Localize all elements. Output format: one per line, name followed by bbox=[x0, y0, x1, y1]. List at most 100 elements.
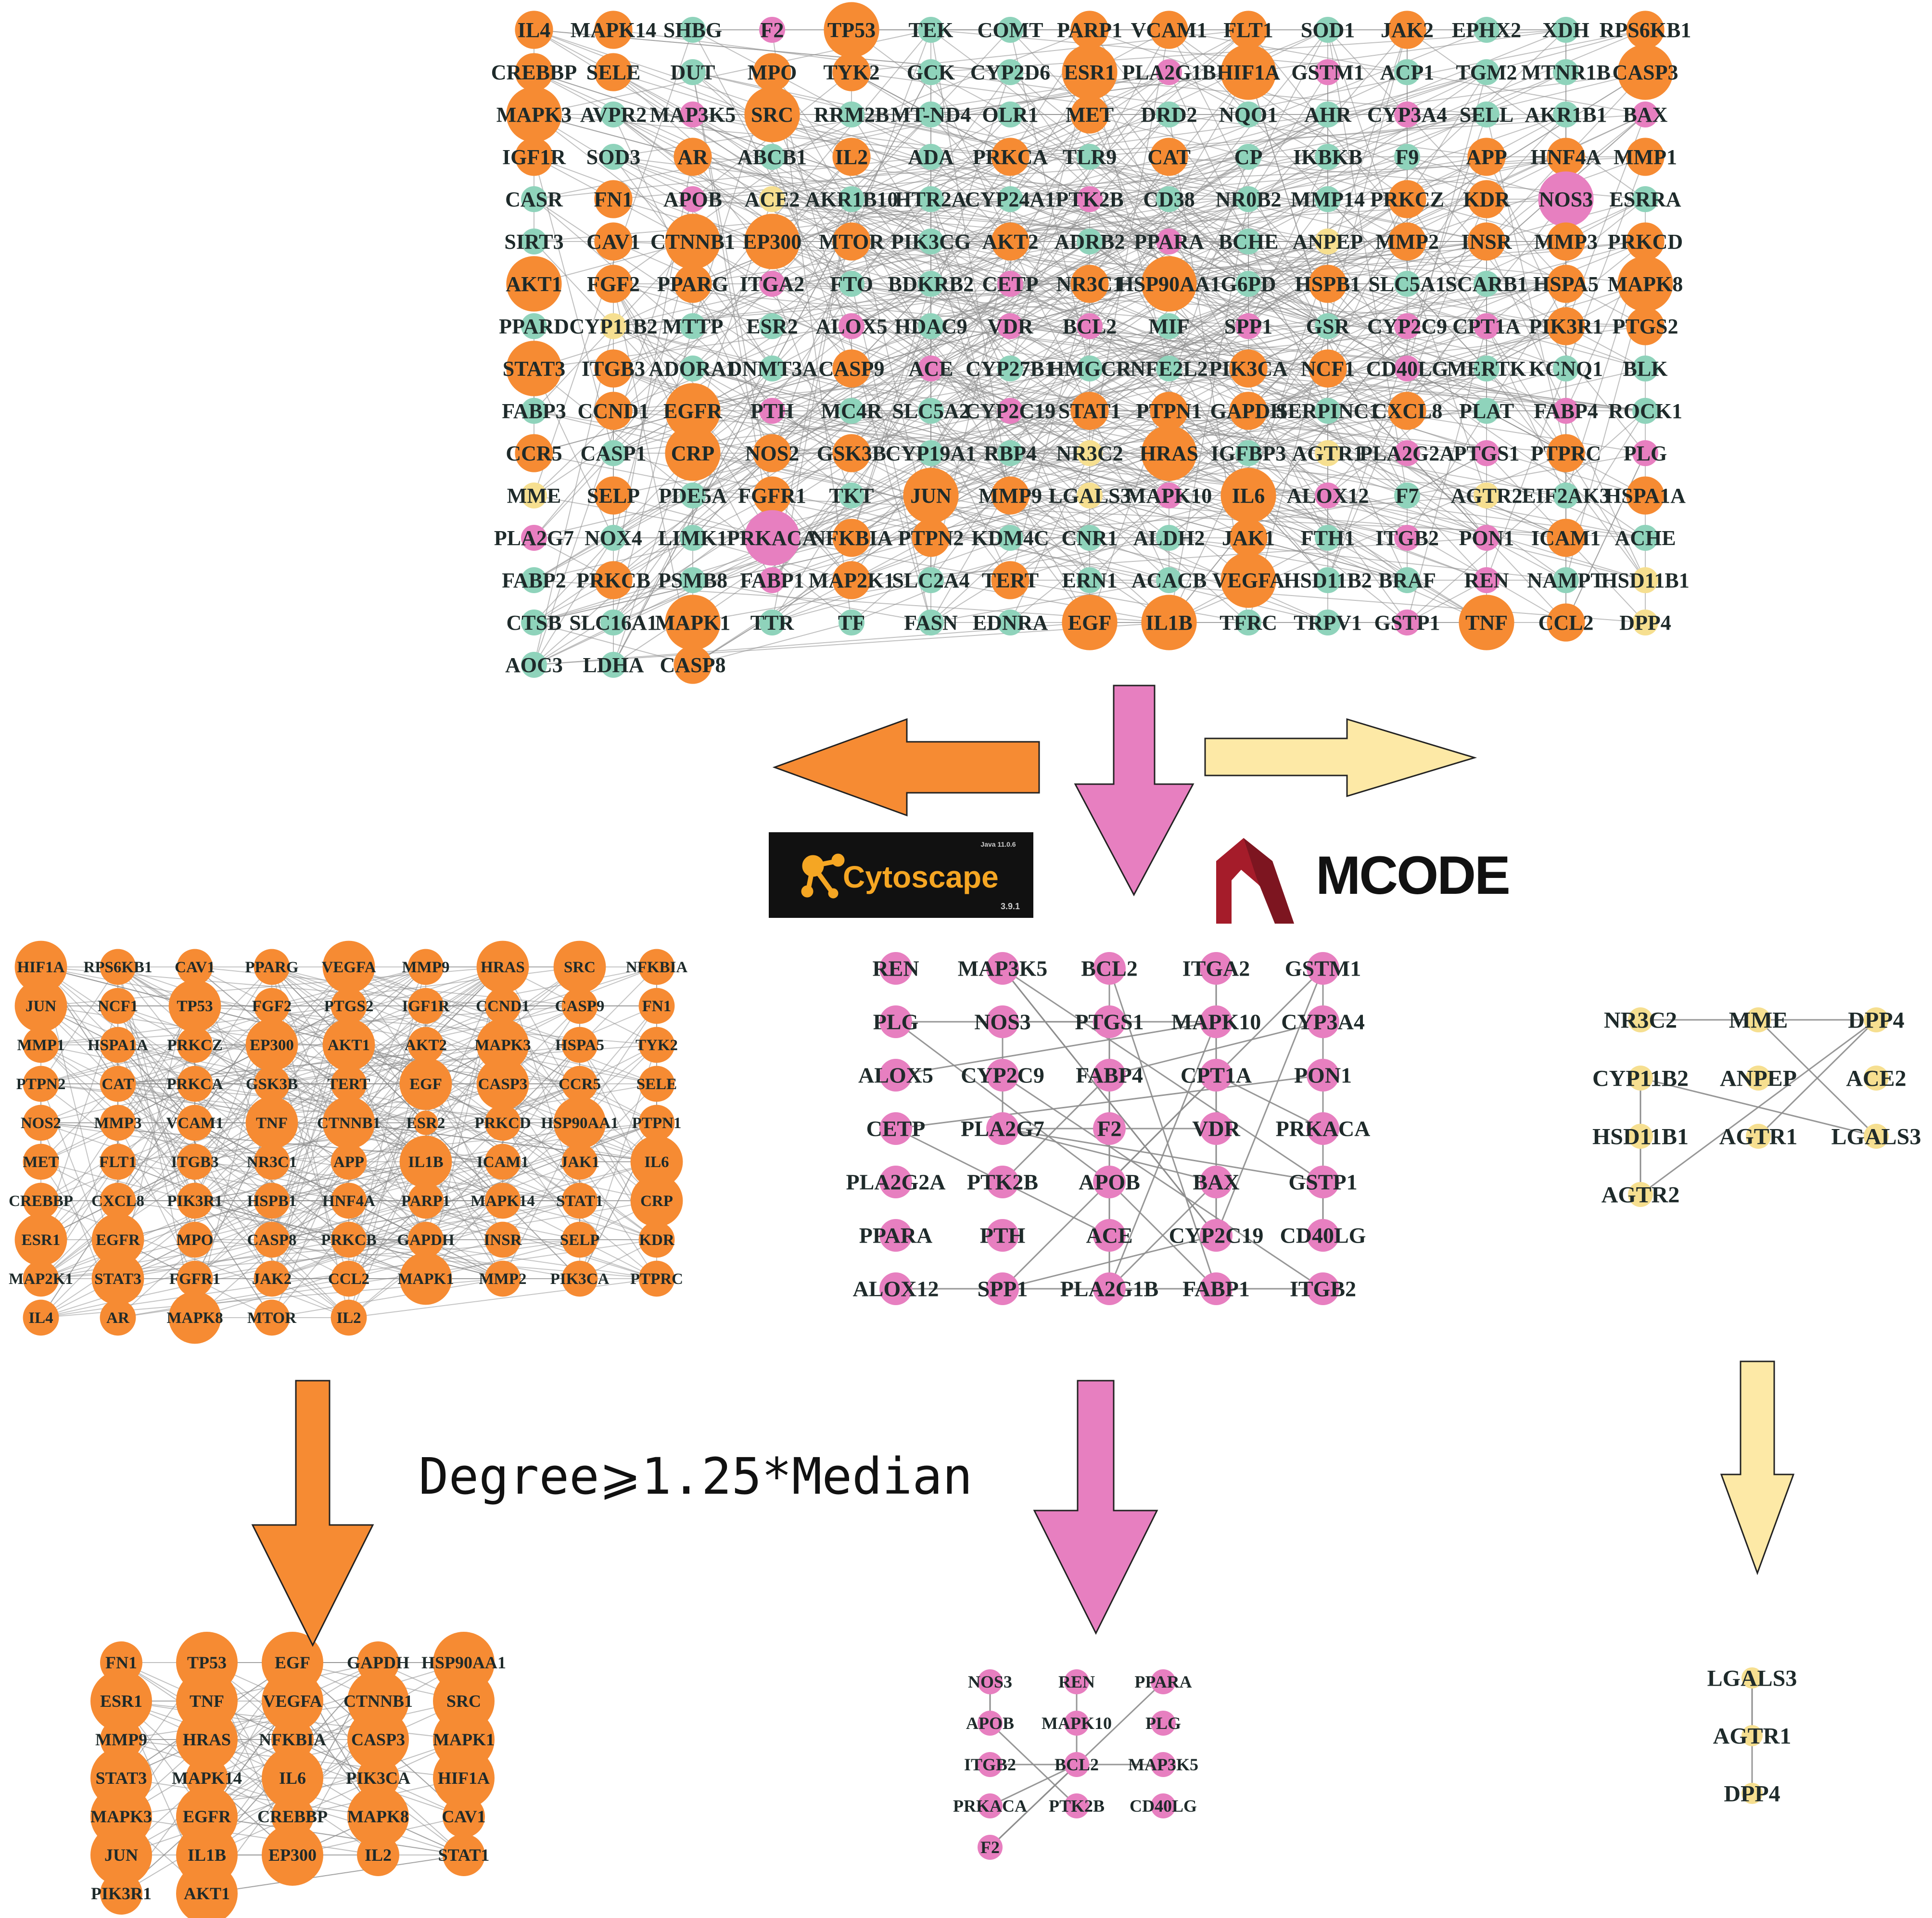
node-marker bbox=[484, 988, 521, 1024]
node-mme: MME bbox=[1729, 1007, 1788, 1033]
node-marker bbox=[638, 1066, 675, 1102]
node-cat: CAT bbox=[1147, 138, 1191, 176]
node-il2: IL2 bbox=[357, 1834, 399, 1876]
node-marker bbox=[1394, 610, 1420, 635]
node-marker bbox=[680, 356, 706, 381]
node-hmgcr: HMGCR bbox=[1048, 356, 1132, 381]
flow-arrows bbox=[251, 685, 1795, 1647]
node-flt1: FLT1 bbox=[1223, 11, 1273, 49]
node-alox5: ALOX5 bbox=[858, 1059, 933, 1092]
node-label: SRC bbox=[751, 103, 793, 127]
node-marker bbox=[1062, 44, 1118, 100]
node-label: MTOR bbox=[247, 1309, 297, 1327]
node-marker bbox=[839, 483, 864, 508]
node-label: REN bbox=[872, 956, 919, 981]
node-flt1: FLT1 bbox=[99, 1143, 137, 1180]
node-label: PIK3R1 bbox=[167, 1193, 223, 1210]
edge bbox=[534, 622, 693, 665]
node-mif: MIF bbox=[1148, 313, 1190, 339]
node-marker bbox=[1315, 398, 1341, 424]
node-jun: JUN bbox=[90, 1824, 152, 1886]
node-mapk8: MAPK8 bbox=[1608, 256, 1683, 312]
node-marker bbox=[1746, 1007, 1771, 1032]
node-mmp1: MMP1 bbox=[1614, 138, 1677, 176]
node-mttp: MTTP bbox=[662, 313, 724, 339]
node-marker bbox=[759, 17, 785, 43]
node-akt2: AKT2 bbox=[405, 1027, 447, 1063]
node-marker bbox=[997, 271, 1023, 297]
node-marker bbox=[918, 17, 944, 43]
node-marker bbox=[1235, 144, 1261, 170]
node-marker bbox=[879, 1112, 912, 1145]
node-marker bbox=[1741, 1667, 1763, 1689]
node-cetp: CETP bbox=[866, 1112, 925, 1145]
node-label: COMT bbox=[978, 18, 1043, 42]
node-itgb2: ITGB2 bbox=[1375, 525, 1439, 551]
node-marker bbox=[347, 1709, 409, 1770]
node-label: CCR5 bbox=[559, 1076, 601, 1093]
node-label: HSP90AA1 bbox=[541, 1115, 618, 1132]
node-xdh: XDH bbox=[1542, 17, 1589, 43]
edge bbox=[1327, 410, 1646, 538]
node-vdr: VDR bbox=[987, 313, 1034, 339]
node-fgfr1: FGFR1 bbox=[738, 476, 806, 515]
node-bax: BAX bbox=[1193, 1166, 1240, 1198]
node-marker bbox=[100, 1105, 136, 1141]
node-label: ESR1 bbox=[1064, 61, 1116, 84]
node-esr2: ESR2 bbox=[746, 313, 798, 339]
node-cyp2c9: CYP2C9 bbox=[961, 1059, 1044, 1092]
node-label: FTO bbox=[830, 272, 873, 296]
node-label: AKT1 bbox=[328, 1037, 370, 1054]
node-label: JUN bbox=[910, 484, 952, 508]
node-marker bbox=[177, 1066, 213, 1102]
edge bbox=[40, 1122, 272, 1240]
node-hif1a: HIF1A bbox=[14, 940, 67, 993]
edge bbox=[692, 156, 1487, 284]
node-gapdh: GAPDH bbox=[397, 1221, 455, 1258]
node-label: PLA2G2A bbox=[846, 1170, 946, 1194]
node-bche: BCHE bbox=[1219, 229, 1278, 254]
node-marker bbox=[407, 1221, 444, 1258]
edge bbox=[534, 410, 773, 454]
node-kdr: KDR bbox=[638, 1221, 675, 1258]
node-marker bbox=[594, 476, 633, 515]
edge bbox=[772, 199, 1487, 623]
node-label: JAK2 bbox=[252, 1270, 292, 1288]
node-label: JAK1 bbox=[1222, 526, 1275, 550]
node-label: FGF2 bbox=[587, 272, 640, 296]
node-label: MME bbox=[507, 484, 561, 508]
edge bbox=[613, 156, 693, 200]
node-label: HMGCR bbox=[1048, 357, 1132, 381]
node-label: PTH bbox=[750, 399, 794, 423]
node-marker bbox=[839, 313, 864, 339]
node-hsd11b2: HSD11B2 bbox=[1284, 567, 1372, 593]
node-label: ALOX5 bbox=[858, 1063, 933, 1088]
node-label: AHR bbox=[1304, 103, 1352, 127]
node-marker bbox=[594, 180, 633, 218]
arrow-down-yellow bbox=[1720, 1360, 1795, 1575]
node-apob: APOB bbox=[966, 1711, 1014, 1736]
node-label: MTTP bbox=[662, 315, 723, 338]
node-label: NR0B2 bbox=[1216, 188, 1282, 211]
node-label: VCAM1 bbox=[1131, 18, 1208, 42]
node-marker bbox=[903, 468, 959, 523]
node-selp: SELP bbox=[587, 476, 640, 515]
edge bbox=[1757, 1019, 1877, 1137]
node-marker bbox=[1474, 271, 1500, 297]
node-ednra: EDNRA bbox=[973, 610, 1048, 635]
node-agtr1: AGTR1 bbox=[1292, 440, 1364, 466]
node-mapk8: MAPK8 bbox=[347, 1786, 409, 1847]
node-label: IGF1R bbox=[402, 998, 450, 1015]
node-cav1: CAV1 bbox=[586, 222, 640, 261]
node-pla2g7: PLA2G7 bbox=[961, 1112, 1044, 1145]
node-label: CASR bbox=[505, 188, 563, 211]
edge bbox=[851, 72, 1408, 411]
edge bbox=[1248, 199, 1646, 623]
node-jak2: JAK2 bbox=[1381, 11, 1434, 49]
node-marker bbox=[824, 2, 879, 58]
node-vegfa: VEGFA bbox=[1212, 552, 1285, 608]
node-pla2g1b: PLA2G1B bbox=[1122, 59, 1216, 85]
edge bbox=[851, 326, 1646, 454]
node-label: EP300 bbox=[268, 1845, 317, 1865]
node-label: PON1 bbox=[1294, 1063, 1352, 1088]
